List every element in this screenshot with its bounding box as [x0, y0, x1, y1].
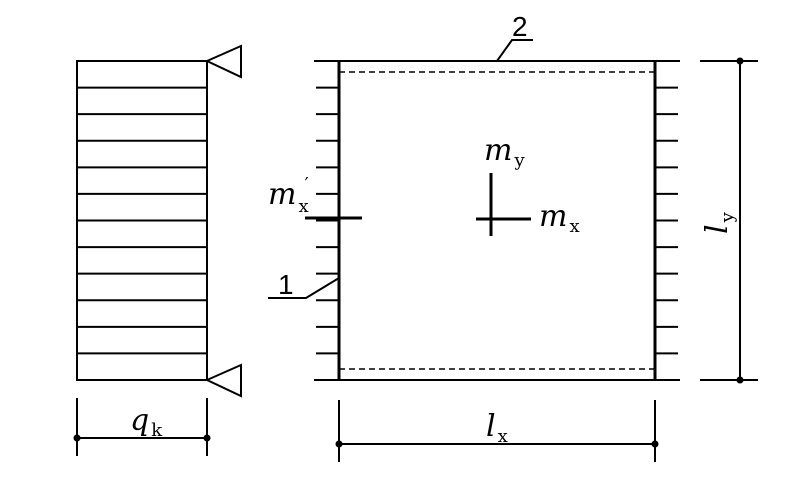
callout-2-label: 2 [512, 11, 528, 42]
qk-dimension [73, 398, 211, 456]
center-moment-cross [476, 173, 531, 236]
ly-dimension [700, 57, 758, 384]
support-triangle-top [204, 44, 242, 79]
callout-1-leader [268, 277, 340, 299]
callout-1-label: 1 [278, 269, 294, 300]
fixed-edge-hatch-left [316, 86, 339, 355]
ly-label: ly [700, 211, 738, 234]
callout-2-leader [496, 39, 533, 62]
lx-dimension [335, 400, 659, 462]
load-strips [77, 86, 207, 355]
fixed-edge-hatch-right [655, 86, 678, 355]
support-triangle-bottom [204, 363, 242, 398]
load-diagram [76, 44, 242, 398]
